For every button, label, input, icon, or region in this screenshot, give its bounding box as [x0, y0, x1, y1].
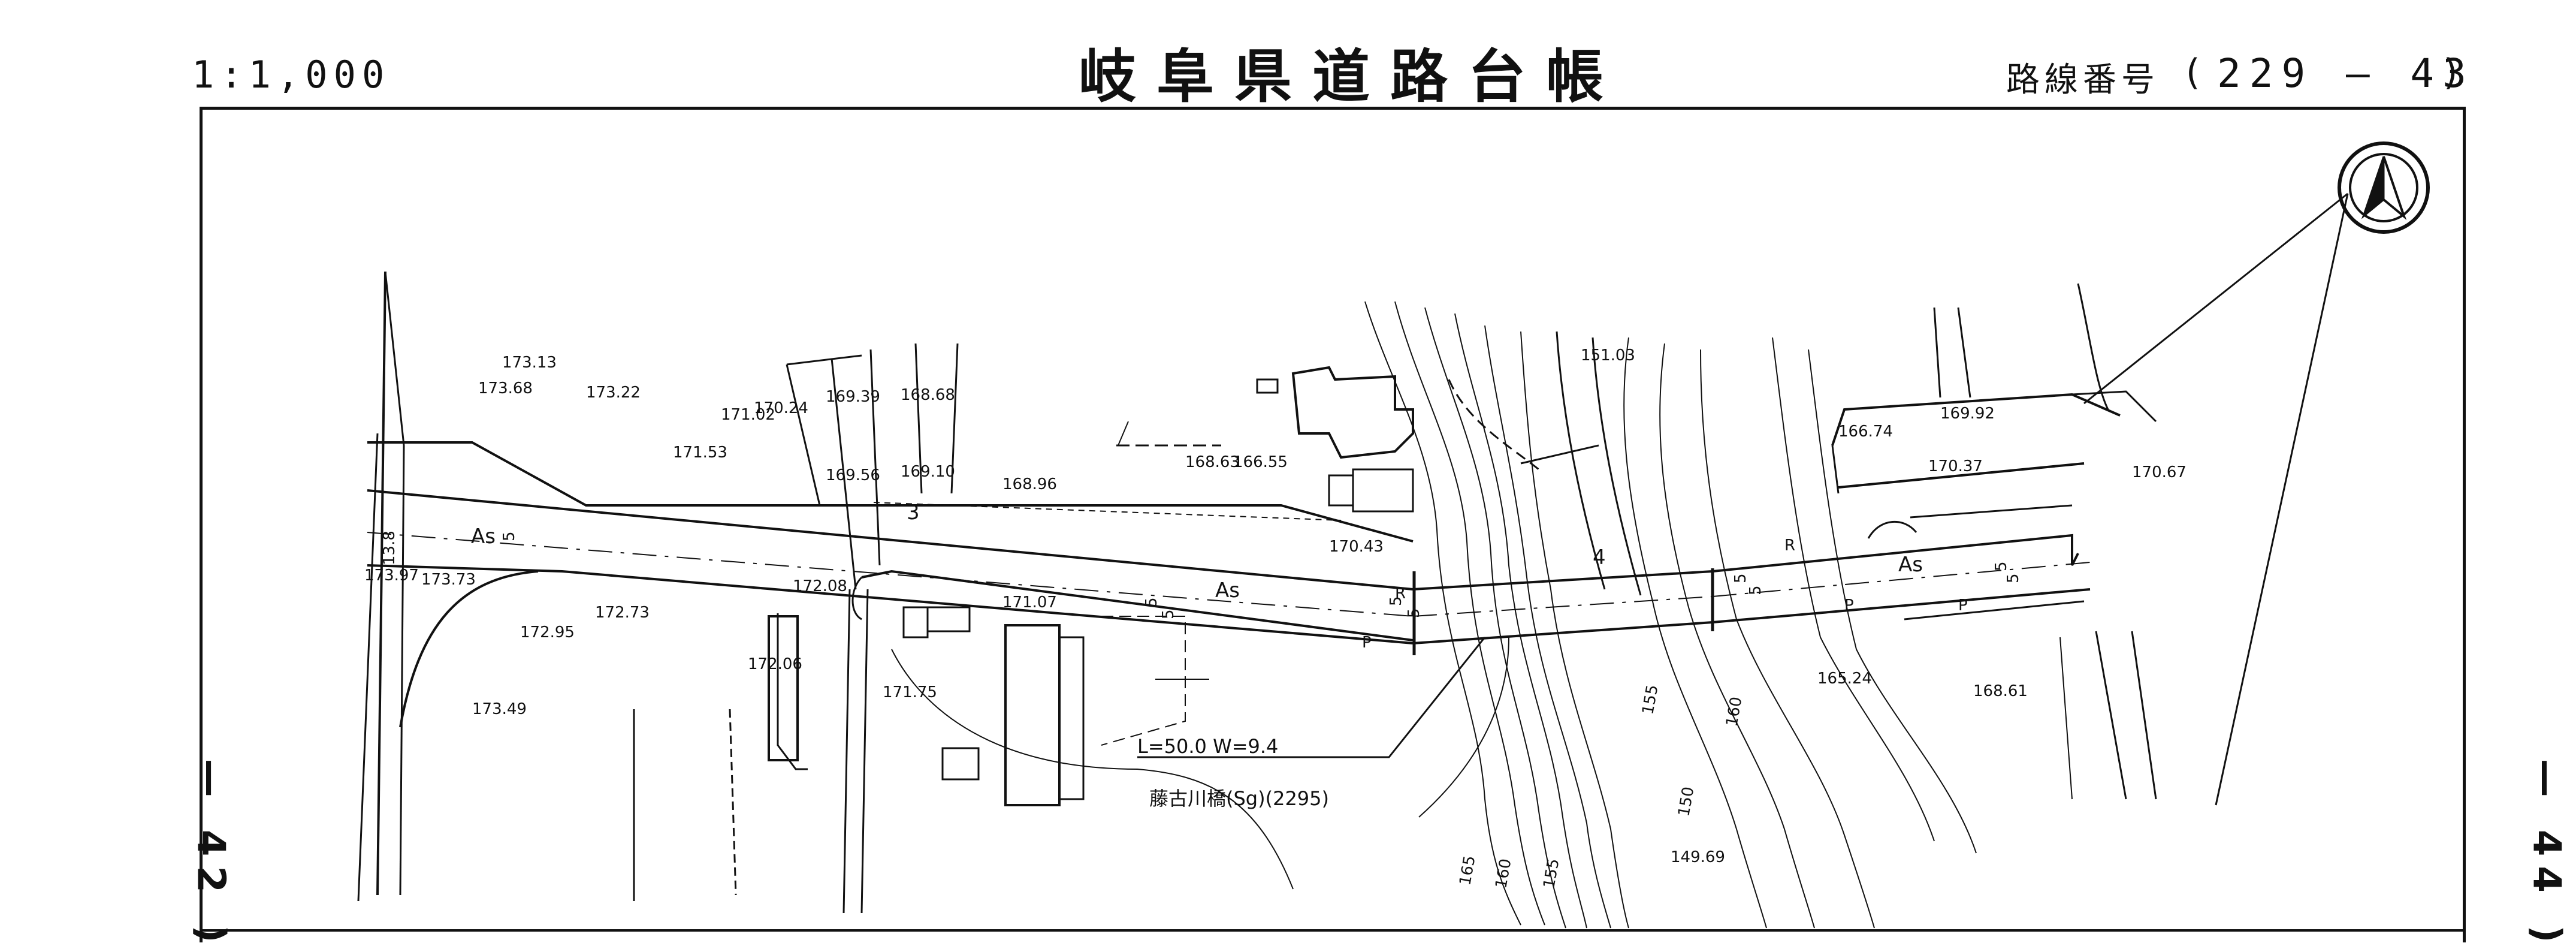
- width-mark: 5: [1747, 585, 1765, 595]
- elevation-168-63: 168.63: [1185, 453, 1240, 471]
- contour-label: 155: [1639, 683, 1662, 716]
- road-map: As As As 3 4 173.13 173.68 173.22 171.53…: [357, 141, 2430, 929]
- pole-mark: P: [1362, 634, 1372, 652]
- pole-mark: P: [1844, 596, 1854, 614]
- map-scale: 1:1,000: [192, 53, 391, 97]
- elevation-151-03: 151.03: [1581, 347, 1635, 364]
- elevation-173-13: 173.13: [502, 354, 557, 372]
- road-surface-label-west: As: [471, 525, 496, 549]
- elevation-170-43: 170.43: [1329, 538, 1384, 556]
- elevation-172-08: 172.08: [793, 577, 847, 595]
- contour-label: 150: [1675, 785, 1698, 818]
- legend-strip: [203, 929, 2463, 932]
- width-mark: 5: [1159, 609, 1177, 619]
- elevation-173-68: 173.68: [478, 379, 533, 397]
- pole-mark: R: [1784, 537, 1795, 555]
- road-surface-label-east: As: [1898, 553, 1923, 577]
- elevation-149-69: 149.69: [1671, 848, 1725, 866]
- contour-label: 165: [1456, 854, 1479, 887]
- elevation-171-53: 171.53: [673, 444, 727, 462]
- contour-label: 155: [1540, 857, 1563, 890]
- elevation-168-61: 168.61: [1973, 682, 2028, 700]
- width-mark: 5: [1992, 561, 2010, 571]
- elevation-172-95: 172.95: [520, 623, 575, 641]
- elevation-173-73: 173.73: [421, 571, 476, 589]
- elevation-168-68: 168.68: [901, 386, 955, 404]
- width-mark: 5: [500, 531, 518, 541]
- contour-label: 160: [1723, 695, 1745, 728]
- elevation-170-37: 170.37: [1928, 457, 1983, 475]
- elevation-173-22: 173.22: [586, 384, 641, 402]
- next-page-ref[interactable]: — 44 ): [2524, 758, 2569, 952]
- elevation-170-67: 170.67: [2132, 463, 2187, 481]
- width-mark-13-8: 13.8: [380, 531, 398, 565]
- elevation-173-49: 173.49: [472, 700, 527, 718]
- elevation-169-92: 169.92: [1940, 405, 1995, 423]
- elevation-168-96: 168.96: [1002, 475, 1057, 493]
- elevation-171-07: 171.07: [1002, 594, 1057, 611]
- pole-mark: P: [1958, 596, 1968, 614]
- north-arrow-icon: [2338, 141, 2430, 234]
- bridge-dimensions: L=50.0 W=9.4: [1137, 735, 1278, 758]
- route-open-paren: (: [2186, 52, 2200, 94]
- elevation-171-02: 171.02: [721, 406, 775, 424]
- width-mark: 5: [2004, 573, 2022, 583]
- elevation-172-73: 172.73: [595, 604, 650, 622]
- map-frame: As As As 3 4 173.13 173.68 173.22 171.53…: [200, 107, 2466, 942]
- station-marker-4: 4: [1593, 546, 1606, 570]
- route-number-label: 路線番号: [2006, 61, 2160, 100]
- page-title: 岐阜県道路台帳: [1079, 43, 1624, 110]
- elevation-169-10: 169.10: [901, 463, 955, 481]
- elevation-171-75: 171.75: [883, 683, 937, 701]
- elevation-169-56: 169.56: [826, 466, 880, 484]
- route-close-paren: ): [2444, 52, 2458, 94]
- width-mark: 5: [1732, 573, 1750, 583]
- width-mark: 5: [1387, 596, 1405, 606]
- width-mark: 5: [1405, 608, 1423, 618]
- elevation-170-24: 170.24: [754, 399, 808, 417]
- elevation-173-97: 173.97: [364, 567, 419, 585]
- bridge-name: 藤古川橋(Sg)(2295): [1149, 787, 1329, 810]
- elevation-166-74: 166.74: [1838, 423, 1893, 441]
- road-surface-label-center: As: [1215, 579, 1240, 602]
- route-number-value: 229 — 43: [2217, 50, 2475, 97]
- width-mark: 5: [1143, 597, 1161, 607]
- elevation-169-39: 169.39: [826, 388, 880, 406]
- pole-mark: R: [1395, 585, 1406, 602]
- station-marker-3: 3: [907, 501, 920, 525]
- elevation-165-24: 165.24: [1817, 670, 1872, 688]
- elevation-166-55: 166.55: [1233, 453, 1288, 471]
- elevation-172-06: 172.06: [748, 655, 802, 673]
